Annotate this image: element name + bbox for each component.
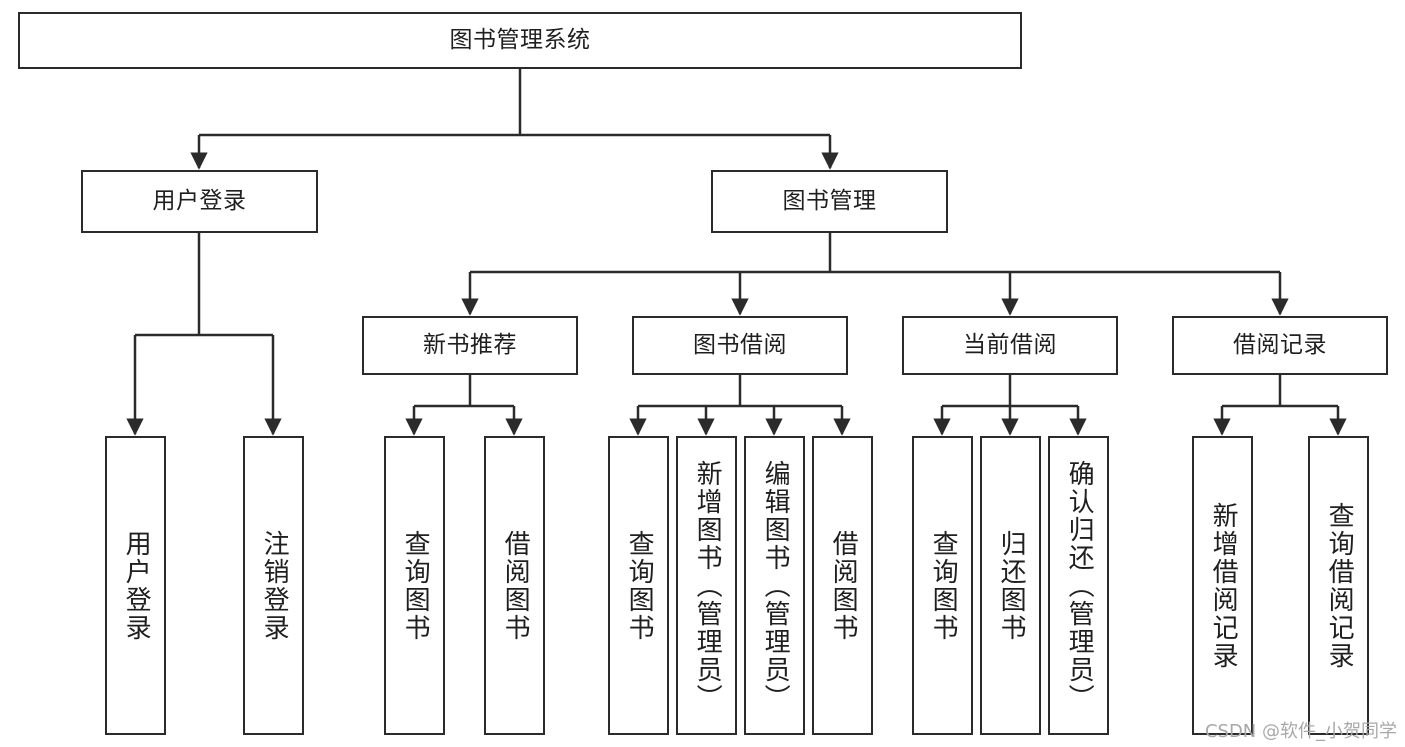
node-leaf-query-book-3-label: 查询图书 [928, 529, 959, 642]
node-current-borrow[interactable]: 当前借阅 [902, 316, 1118, 375]
node-leaf-query-book-2-label: 查询图书 [624, 529, 655, 642]
node-book-borrow[interactable]: 图书借阅 [632, 316, 848, 375]
node-leaf-query-book-1-label: 查询图书 [400, 529, 431, 642]
node-leaf-user-logout-label: 注销登录 [259, 529, 290, 642]
node-root-label: 图书管理系统 [449, 26, 591, 53]
node-leaf-return-book[interactable]: 归还图书 [980, 436, 1041, 735]
node-leaf-return-book-label: 归还图书 [996, 529, 1027, 642]
node-leaf-query-book-2[interactable]: 查询图书 [608, 436, 669, 735]
node-user-login-label: 用户登录 [152, 187, 247, 214]
node-leaf-add-book-label: 新增图书（管理员） [692, 459, 723, 712]
node-leaf-query-record-label: 查询借阅记录 [1324, 501, 1355, 670]
node-book-borrow-label: 图书借阅 [693, 331, 787, 358]
node-current-borrow-label: 当前借阅 [963, 331, 1057, 358]
node-borrow-record-label: 借阅记录 [1233, 331, 1327, 358]
node-leaf-borrow-book-1[interactable]: 借阅图书 [484, 436, 545, 735]
watermark-text: CSDN @软件_小贺同学 [1204, 721, 1397, 742]
node-new-book-recommend[interactable]: 新书推荐 [362, 316, 578, 375]
node-leaf-borrow-book-1-label: 借阅图书 [500, 529, 531, 642]
node-leaf-edit-book-label: 编辑图书（管理员） [760, 459, 791, 712]
node-leaf-borrow-book-2-label: 借阅图书 [828, 529, 859, 642]
node-book-manage[interactable]: 图书管理 [711, 170, 948, 233]
node-leaf-edit-book[interactable]: 编辑图书（管理员） [744, 436, 805, 735]
node-book-manage-label: 图书管理 [782, 187, 877, 214]
node-borrow-record[interactable]: 借阅记录 [1172, 316, 1388, 375]
node-leaf-add-record-label: 新增借阅记录 [1208, 501, 1239, 670]
node-leaf-query-record[interactable]: 查询借阅记录 [1308, 436, 1369, 735]
node-leaf-borrow-book-2[interactable]: 借阅图书 [812, 436, 873, 735]
node-root[interactable]: 图书管理系统 [18, 12, 1022, 69]
node-user-login[interactable]: 用户登录 [81, 170, 318, 233]
node-leaf-query-book-3[interactable]: 查询图书 [912, 436, 973, 735]
node-leaf-user-login-label: 用户登录 [121, 529, 152, 642]
node-leaf-user-login[interactable]: 用户登录 [105, 436, 166, 735]
node-leaf-add-book[interactable]: 新增图书（管理员） [676, 436, 737, 735]
node-leaf-user-logout[interactable]: 注销登录 [243, 436, 304, 735]
node-leaf-confirm-return-label: 确认归还（管理员） [1064, 459, 1095, 712]
node-leaf-query-book-1[interactable]: 查询图书 [384, 436, 445, 735]
node-leaf-add-record[interactable]: 新增借阅记录 [1192, 436, 1253, 735]
node-leaf-confirm-return[interactable]: 确认归还（管理员） [1048, 436, 1109, 735]
node-new-book-recommend-label: 新书推荐 [423, 331, 517, 358]
